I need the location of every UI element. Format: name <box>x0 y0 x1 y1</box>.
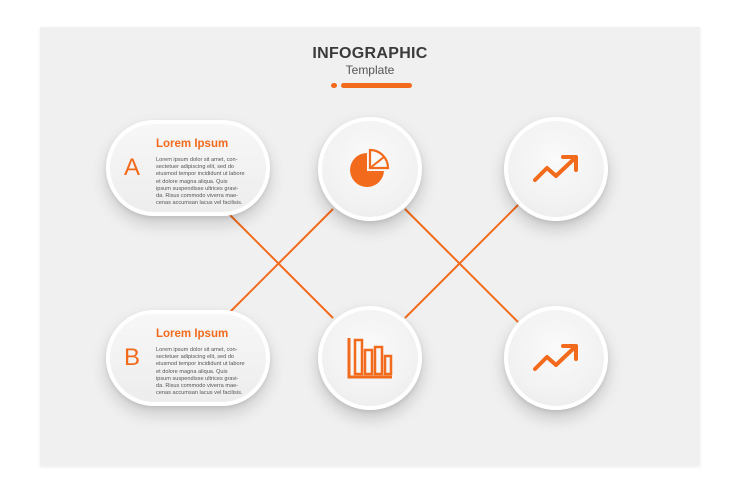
card-a-line: cenas accumsan lacus vel facilisis. <box>156 200 243 207</box>
bar-chart-icon <box>347 338 393 379</box>
card-a-line: da. Risus commodo viverra mae- <box>156 193 239 200</box>
bar-chart-circle <box>318 306 422 410</box>
card-b-letter: B <box>123 344 140 371</box>
connector-b-to-pie <box>229 208 334 313</box>
connector-pie-to-trend <box>404 208 519 323</box>
card-a-title: Lorem Ipsum <box>156 138 229 150</box>
card-b-line: cenas accumsan lacus vel facilisis. <box>156 390 243 397</box>
card-b-line: sectetuer adipiscing elit, sed do <box>156 354 235 361</box>
card-b-title: Lorem Ipsum <box>156 328 229 340</box>
connector-a-to-bar <box>229 214 334 319</box>
card-b: B Lorem Ipsum Lorem ipsum dolor sit amet… <box>106 310 270 406</box>
card-a-body: Lorem ipsum dolor sit amet, con- sectetu… <box>156 157 256 207</box>
card-b-line: da. Risus commodo viverra mae- <box>156 383 239 390</box>
infographic-title: INFOGRAPHIC <box>312 45 428 62</box>
trend-circle-bottom <box>504 306 608 410</box>
infographic-subtitle: Template <box>345 63 395 77</box>
pie-chart-circle <box>318 117 422 221</box>
card-a: A Lorem Ipsum Lorem ipsum dolor sit amet… <box>106 120 270 216</box>
trend-up-arrow-icon <box>533 155 578 182</box>
card-b-line: et dolore magna aliqua. Quis <box>156 368 228 375</box>
card-a-line: sectetuer adipiscing elit, sed do <box>156 164 235 171</box>
card-a-line: Lorem ipsum dolor sit amet, con- <box>156 157 238 163</box>
card-a-line: et dolore magna aliqua. Quis <box>156 178 228 185</box>
card-b-line: Lorem ipsum dolor sit amet, con- <box>156 347 238 353</box>
card-a-line: eiusmod tempor incididunt ut labore <box>156 171 245 178</box>
title-underline-dot <box>331 83 337 88</box>
card-b-body: Lorem ipsum dolor sit amet, con- sectetu… <box>156 347 256 397</box>
trend-circle-top <box>504 117 608 221</box>
card-b-line: ipsum suspendisse ultrices gravi- <box>156 375 239 382</box>
trend-up-arrow-icon <box>533 344 578 371</box>
card-a-letter: A <box>123 154 140 181</box>
connector-bar-to-trend <box>404 204 519 319</box>
title-underline-bar <box>341 83 412 88</box>
pie-chart-icon <box>350 148 390 187</box>
card-b-line: eiusmod tempor incididunt ut labore <box>156 361 245 368</box>
card-a-line: ipsum suspendisse ultrices gravi- <box>156 185 239 192</box>
